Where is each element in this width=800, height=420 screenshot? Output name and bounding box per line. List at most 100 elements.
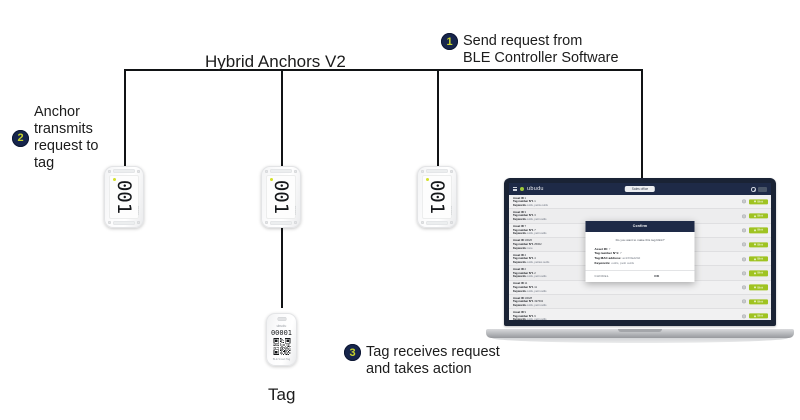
anchor-display-2: 001 ubudu <box>266 175 296 219</box>
ok-button[interactable]: OK <box>654 274 660 279</box>
bus-label: Hybrid Anchors V2 <box>205 52 346 71</box>
location-pill[interactable]: Sales office <box>624 186 656 192</box>
account-icon[interactable] <box>758 186 767 192</box>
anchor-screw-2b <box>294 170 297 173</box>
anchor-screw-1b <box>137 170 140 173</box>
anchor-brand-1: ubudu <box>137 205 139 215</box>
blink-button[interactable]: Blink <box>748 213 768 219</box>
blink-button[interactable]: Blink <box>748 284 768 291</box>
callout-step-2: 2 Anchor transmits request to tag <box>12 104 99 172</box>
gear-icon[interactable] <box>741 299 746 304</box>
row-tag-number: Tag number N°1 2 <box>513 271 536 275</box>
navbar-right-group <box>751 186 767 192</box>
gear-icon[interactable] <box>741 256 746 261</box>
step-text-1: Send request from BLE Controller Softwar… <box>463 33 619 67</box>
gear-icon[interactable] <box>741 271 746 276</box>
table-row[interactable]: Asset ID 11 Tag number N°1 11 Keywords o… <box>509 280 771 296</box>
blink-dot-icon <box>753 300 756 303</box>
row-keywords: Keywords none <box>513 246 533 250</box>
blink-button[interactable]: Blink <box>748 313 768 319</box>
step-badge-1: 1 <box>441 33 458 50</box>
gear-icon[interactable] <box>741 285 746 290</box>
blink-button[interactable]: Blink <box>748 270 768 276</box>
blink-dot-icon <box>753 200 756 203</box>
blink-button[interactable]: Blink <box>748 299 768 305</box>
anchor-screw-3d <box>450 221 453 224</box>
gear-icon[interactable] <box>741 228 746 233</box>
anchor-number-2: 001 <box>270 179 292 215</box>
anchor-display-1: 001 ubudu <box>109 175 139 219</box>
anchor-led-icon-2 <box>270 178 273 181</box>
confirm-dialog[interactable]: Confirm Do you want to make this tag bli… <box>585 221 695 282</box>
dialog-title: Confirm <box>585 221 695 232</box>
row-actions: Blink <box>741 299 768 305</box>
tag-label: Tag <box>268 385 296 404</box>
anchor-mount-top-1 <box>113 169 135 173</box>
row-tag-number: Tag number N°1 25002 <box>513 243 542 247</box>
table-row[interactable]: Asset ID 10028 Tag number N°1 197602 Key… <box>509 295 771 310</box>
gear-icon[interactable] <box>741 213 746 218</box>
table-row[interactable]: Asset ID 1 Tag number N°1 1 Keywords out… <box>509 195 771 210</box>
app-wordmark: ubudu <box>527 186 544 192</box>
asset-list[interactable]: Asset ID 1 Tag number N°1 1 Keywords out… <box>509 195 771 320</box>
row-keywords: Keywords outils, petit outils <box>513 303 547 307</box>
row-tag-number: Tag number N°1 7 <box>513 228 536 232</box>
anchor-screw-1a <box>108 170 111 173</box>
row-actions: Blink <box>741 227 768 233</box>
table-row[interactable]: Asset ID 9 Tag number N°1 9 Keywords out… <box>509 309 771 320</box>
app-screen: ubudu Sales office Asset ID 1 Tag number… <box>509 183 771 320</box>
row-keywords: Keywords outils, petits outils <box>513 204 767 208</box>
blink-label: Blink <box>757 200 763 204</box>
col-label-keywords: Keywords <box>513 203 526 207</box>
row-asset-id: Asset ID 7 <box>513 225 527 229</box>
cancel-button[interactable]: CANCEL <box>594 274 609 279</box>
anchor-screw-3c <box>421 221 424 224</box>
dialog-actions: CANCEL OK <box>585 270 695 282</box>
row-asset-id: Asset ID 10028 <box>513 296 532 300</box>
anchor-led-icon-1 <box>113 178 116 181</box>
row-keywords: Keywords outils, petit outils <box>513 318 547 320</box>
app-navbar: ubudu Sales office <box>509 183 771 195</box>
blink-button[interactable]: Blink <box>748 241 768 248</box>
anchor-device-2: 001 ubudu <box>261 166 301 228</box>
anchor-mount-top-3 <box>426 169 448 173</box>
gear-icon[interactable] <box>741 242 746 247</box>
anchor-screw-3a <box>421 170 424 173</box>
row-actions: Blink <box>741 213 768 219</box>
gear-icon[interactable] <box>741 199 746 204</box>
laptop-lid: ubudu Sales office Asset ID 1 Tag number… <box>504 178 776 326</box>
search-icon[interactable] <box>751 187 756 192</box>
blink-button[interactable]: Blink <box>748 256 768 262</box>
row-actions: Blink <box>741 256 768 262</box>
dialog-details: Asset ID: 7 Tag number N°1: 7 Tag MAC ad… <box>586 247 695 270</box>
anchor-display-3: 001 ubudu <box>422 175 452 219</box>
anchor-number-1: 001 <box>113 179 135 215</box>
row-asset-id: Asset ID 1 <box>513 197 767 201</box>
bus-drop-anchor-2 <box>281 69 283 166</box>
blink-button[interactable]: Blink <box>748 227 768 233</box>
row-actions: Blink <box>741 313 768 319</box>
laptop-device: ubudu Sales office Asset ID 1 Tag number… <box>486 178 794 344</box>
dialog-field-mac-address: Tag MAC address: ac233fad20d <box>594 255 641 260</box>
col-label-asset-id: Asset ID <box>513 196 524 200</box>
row-actions: Blink <box>741 198 768 205</box>
gear-icon[interactable] <box>741 314 746 319</box>
row-tag-number: Tag number N°1 4 <box>513 257 536 261</box>
blink-dot-icon <box>753 272 756 275</box>
ubudu-logo-mark-icon <box>520 187 524 191</box>
dialog-field-keywords: Keywords: outils, petit outils <box>594 260 635 265</box>
row-keywords: Keywords outils, petites outils <box>513 260 550 264</box>
row-asset-id: Asset ID 11 <box>513 282 528 286</box>
anchor-mount-top-2 <box>270 169 292 173</box>
anchor-mount-bottom-1 <box>113 221 135 225</box>
blink-dot-icon <box>753 257 756 260</box>
row-asset-id: Asset ID 2 <box>513 268 527 272</box>
anchor-screw-3b <box>450 170 453 173</box>
blink-button[interactable]: Blink <box>748 198 768 205</box>
dialog-question: Do you want to make this tag blink? <box>615 237 665 242</box>
blink-dot-icon <box>753 229 756 232</box>
anchor-screw-2d <box>294 221 297 224</box>
row-actions: Blink <box>741 284 768 291</box>
hamburger-icon[interactable] <box>513 187 517 191</box>
